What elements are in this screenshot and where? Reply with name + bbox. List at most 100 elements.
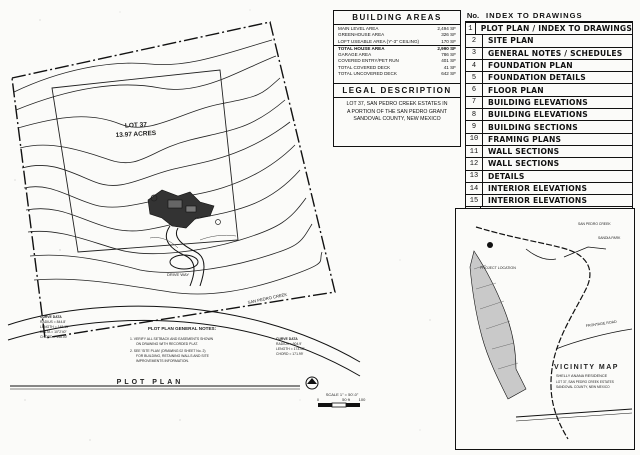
index-row: 13 DETAILS <box>466 170 632 183</box>
legal-description-title: LEGAL DESCRIPTION <box>334 84 460 98</box>
vicinity-address-1: LOT 37, SAN PEDRO CREEK ESTATES <box>556 380 614 384</box>
general-notes-title: PLOT PLAN GENERAL NOTES: <box>148 326 217 331</box>
svg-text:FOR BUILDING, RETAINING WALLS: FOR BUILDING, RETAINING WALLS AND SITE <box>136 354 210 358</box>
index-number: 14 <box>466 182 483 195</box>
scale-zero: 0 <box>317 397 320 402</box>
index-number: 11 <box>466 145 483 158</box>
index-drawing-name: FOUNDATION DETAILS <box>488 73 586 83</box>
lot-acres: 13.97 ACRES <box>115 130 157 139</box>
svg-text:ON DRAWING WITH RECORDED PLAT.: ON DRAWING WITH RECORDED PLAT. <box>136 342 198 346</box>
svg-text:RADIUS = 604.9': RADIUS = 604.9' <box>276 342 302 346</box>
svg-text:CHORD = 171.99': CHORD = 171.99' <box>276 352 304 356</box>
scale-note: SCALE 1" = 50'-0" <box>326 392 359 397</box>
index-number: 9 <box>466 121 483 133</box>
index-number: 6 <box>466 84 483 96</box>
index-number: 13 <box>466 170 483 182</box>
driveway-label: DRIVE WAY <box>167 272 189 277</box>
house-footprint <box>147 189 215 229</box>
building-area-row: COVERED ENTRY/PET RUN 401 SF <box>334 58 460 64</box>
vicinity-label-sandia: SANDIA PARK <box>598 236 621 240</box>
index-drawing-name: FOUNDATION PLAN <box>488 61 573 71</box>
building-area-label: COVERED ENTRY/PET RUN <box>338 58 399 64</box>
vicinity-label-creek: SAN PEDRO CREEK <box>578 222 611 226</box>
lot-label: LOT 37 <box>125 121 148 129</box>
building-area-label: TOTAL HOUSE AREA <box>338 45 385 51</box>
project-location-icon <box>487 242 493 248</box>
index-row: 6 FLOOR PLAN <box>466 84 632 97</box>
legal-description: LEGAL DESCRIPTION LOT 37, SAN PEDRO CREE… <box>333 83 461 147</box>
index-drawing-name: WALL SECTIONS <box>488 147 560 157</box>
building-area-label: LOFT USEABLE AREA (Y'-3" CEILING) <box>338 38 420 44</box>
index-row: 15 INTERIOR ELEVATIONS <box>466 195 632 208</box>
index-drawing-name: SITE PLAN <box>488 36 534 46</box>
index-drawing-name: FLOOR PLAN <box>488 85 544 95</box>
svg-text:DELTA = 10°2'40": DELTA = 10°2'40" <box>40 330 68 334</box>
svg-text:CURVE DATA: CURVE DATA <box>276 337 298 341</box>
setback-line <box>51 69 239 253</box>
building-area-row: TOTAL HOUSE AREA 2,990 SF <box>334 44 460 52</box>
scale-bar <box>318 402 360 408</box>
building-area-value: 326 SF <box>441 32 456 38</box>
vicinity-subtitle: SHELLY ANANA RESIDENCE <box>556 374 608 378</box>
index-drawing-name: DETAILS <box>488 171 525 181</box>
building-area-value: 2,990 SF <box>437 45 456 51</box>
index-header: No. INDEX TO DRAWINGS <box>465 10 633 22</box>
index-row: 2 SITE PLAN <box>466 35 632 48</box>
index-drawing-name: INTERIOR ELEVATIONS <box>488 196 588 206</box>
vicinity-address-2: SANDOVAL COUNTY, NEW MEXICO <box>556 385 610 389</box>
index-drawing-name: FRAMING PLANS <box>488 134 562 144</box>
vicinity-label-frontage: FRONTAGE ROAD <box>586 320 618 328</box>
index-drawing-name: PLOT PLAN / INDEX TO DRAWINGS <box>480 24 632 34</box>
index-drawing-name: BUILDING ELEVATIONS <box>488 97 588 107</box>
vicinity-label-project: PROJECT LOCATION <box>480 266 516 270</box>
building-area-row: LOFT USEABLE AREA (Y'-3" CEILING) 170 SF <box>334 39 460 45</box>
scale-end: 100 <box>359 397 366 402</box>
index-drawing-name: WALL SECTIONS <box>488 159 560 169</box>
building-area-label: TOTAL UNCOVERED DECK <box>338 71 397 77</box>
index-drawing-name: BUILDING SECTIONS <box>488 122 578 132</box>
building-area-value: 401 SF <box>441 58 456 64</box>
svg-text:RADIUS = 844.8': RADIUS = 844.8' <box>40 320 66 324</box>
index-drawing-name: BUILDING ELEVATIONS <box>488 110 588 120</box>
index-number: 12 <box>466 158 483 170</box>
building-area-value: 642 SF <box>441 71 456 77</box>
svg-text:IMPROVEMENTS INFORMATION.: IMPROVEMENTS INFORMATION. <box>136 359 189 363</box>
index-col-no: No. <box>466 11 480 20</box>
index-row: 11 WALL SECTIONS <box>466 145 632 159</box>
curve-data-left: CURVE DATA RADIUS = 844.8' LENGTH = 148.… <box>40 315 69 339</box>
index-number: 2 <box>466 35 483 47</box>
svg-text:LENGTH = 173.02': LENGTH = 173.02' <box>276 347 305 351</box>
building-area-label: GREENHOUSE AREA <box>338 32 385 38</box>
svg-text:2. SEE 'SITE PLAN' (DRAWING 02: 2. SEE 'SITE PLAN' (DRAWING 02 SHEET No.… <box>130 349 206 353</box>
building-area-row: GREENHOUSE AREA 326 SF <box>334 32 460 38</box>
index-number: 15 <box>466 195 483 207</box>
building-area-value: 2,494 SF <box>437 26 456 31</box>
index-number: 5 <box>466 72 483 84</box>
scale-mid: 50 ft <box>342 397 351 402</box>
index-number: 7 <box>466 96 483 109</box>
vicinity-title: VICINITY MAP <box>554 364 619 371</box>
building-area-value: 786 SF <box>441 52 456 58</box>
index-title: INDEX TO DRAWINGS <box>486 11 583 20</box>
building-area-value: 170 SF <box>441 38 456 44</box>
svg-text:LENGTH = 148.15': LENGTH = 148.15' <box>40 325 69 329</box>
vicinity-map-drawing: PROJECT LOCATION SAN PEDRO CREEK FRONTAG… <box>469 222 633 440</box>
building-area-row: TOTAL UNCOVERED DECK 642 SF <box>334 71 460 77</box>
contour-lines <box>13 39 323 295</box>
legal-description-text: LOT 37, SAN PEDRO CREEK ESTATES IN A POR… <box>346 101 448 122</box>
svg-text:1. VERIFY ALL SETBACK AND EASE: 1. VERIFY ALL SETBACK AND EASEMENTS SHOW… <box>130 337 214 341</box>
plot-plan-title: PLOT PLAN <box>117 379 184 386</box>
